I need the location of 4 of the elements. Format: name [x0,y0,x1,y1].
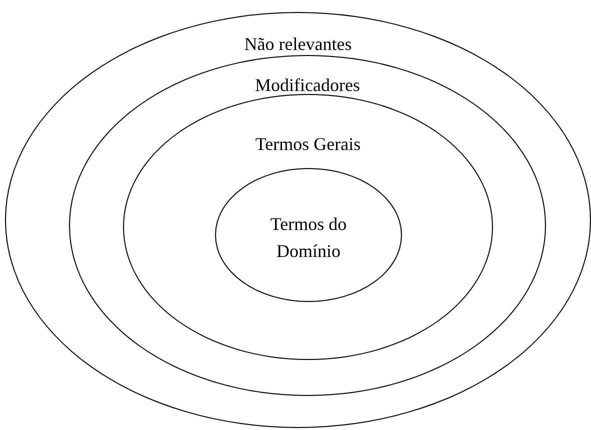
ring-label: Não relevantes [243,33,353,56]
ring-label: Termos Gerais [254,133,362,156]
ring-label: Termos do Domínio [269,213,348,263]
ring-label: Modificadores [254,74,361,97]
